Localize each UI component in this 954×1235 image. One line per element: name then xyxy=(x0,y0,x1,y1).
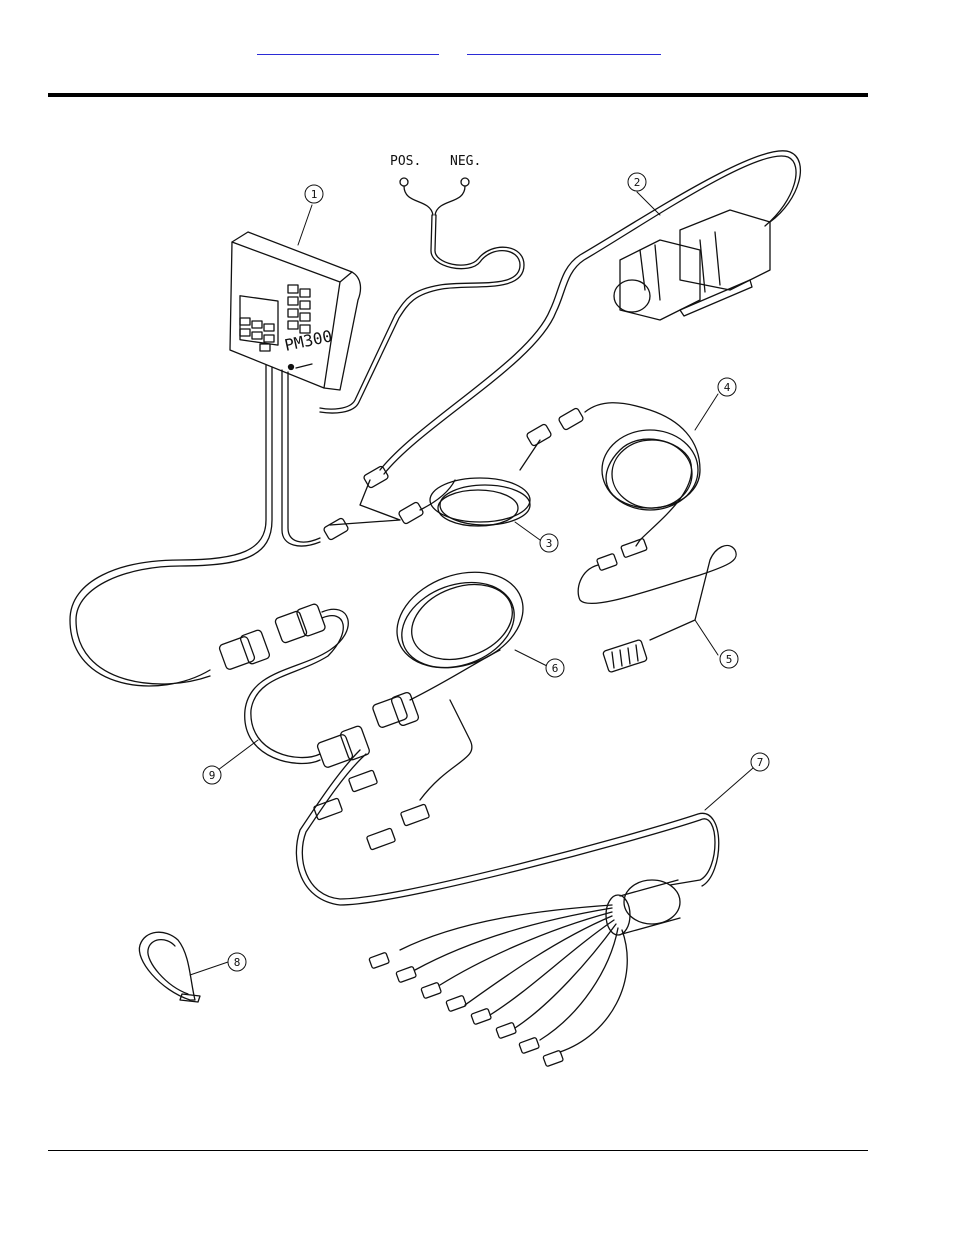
monitor-label: PM300 xyxy=(283,326,334,355)
callout-number-5: 5 xyxy=(726,653,733,666)
callout-number-3: 3 xyxy=(546,537,553,550)
cable-tie-8 xyxy=(139,932,200,1002)
speed-sensor-5 xyxy=(578,545,736,672)
neg-label: NEG. xyxy=(450,154,481,169)
cable-9 xyxy=(218,603,370,768)
callout-number-7: 7 xyxy=(757,756,764,769)
footer-rule xyxy=(48,1150,868,1151)
leader-lines xyxy=(190,192,753,975)
callout-number-6: 6 xyxy=(552,662,559,675)
pm300-monitor: PM300 xyxy=(70,232,360,686)
callout-number-4: 4 xyxy=(724,381,731,394)
harness-7 xyxy=(296,700,718,1067)
callout-number-2: 2 xyxy=(634,176,641,189)
callout-number-9: 9 xyxy=(209,769,216,782)
sensor-cable-4 xyxy=(585,403,700,571)
clutch-module xyxy=(380,151,800,474)
pos-label: POS. xyxy=(390,154,421,169)
power-lead xyxy=(320,178,524,413)
harness-6 xyxy=(372,555,537,728)
callout-number-1: 1 xyxy=(311,188,318,201)
harness-3 xyxy=(323,407,584,540)
callout-number-8: 8 xyxy=(234,956,241,969)
